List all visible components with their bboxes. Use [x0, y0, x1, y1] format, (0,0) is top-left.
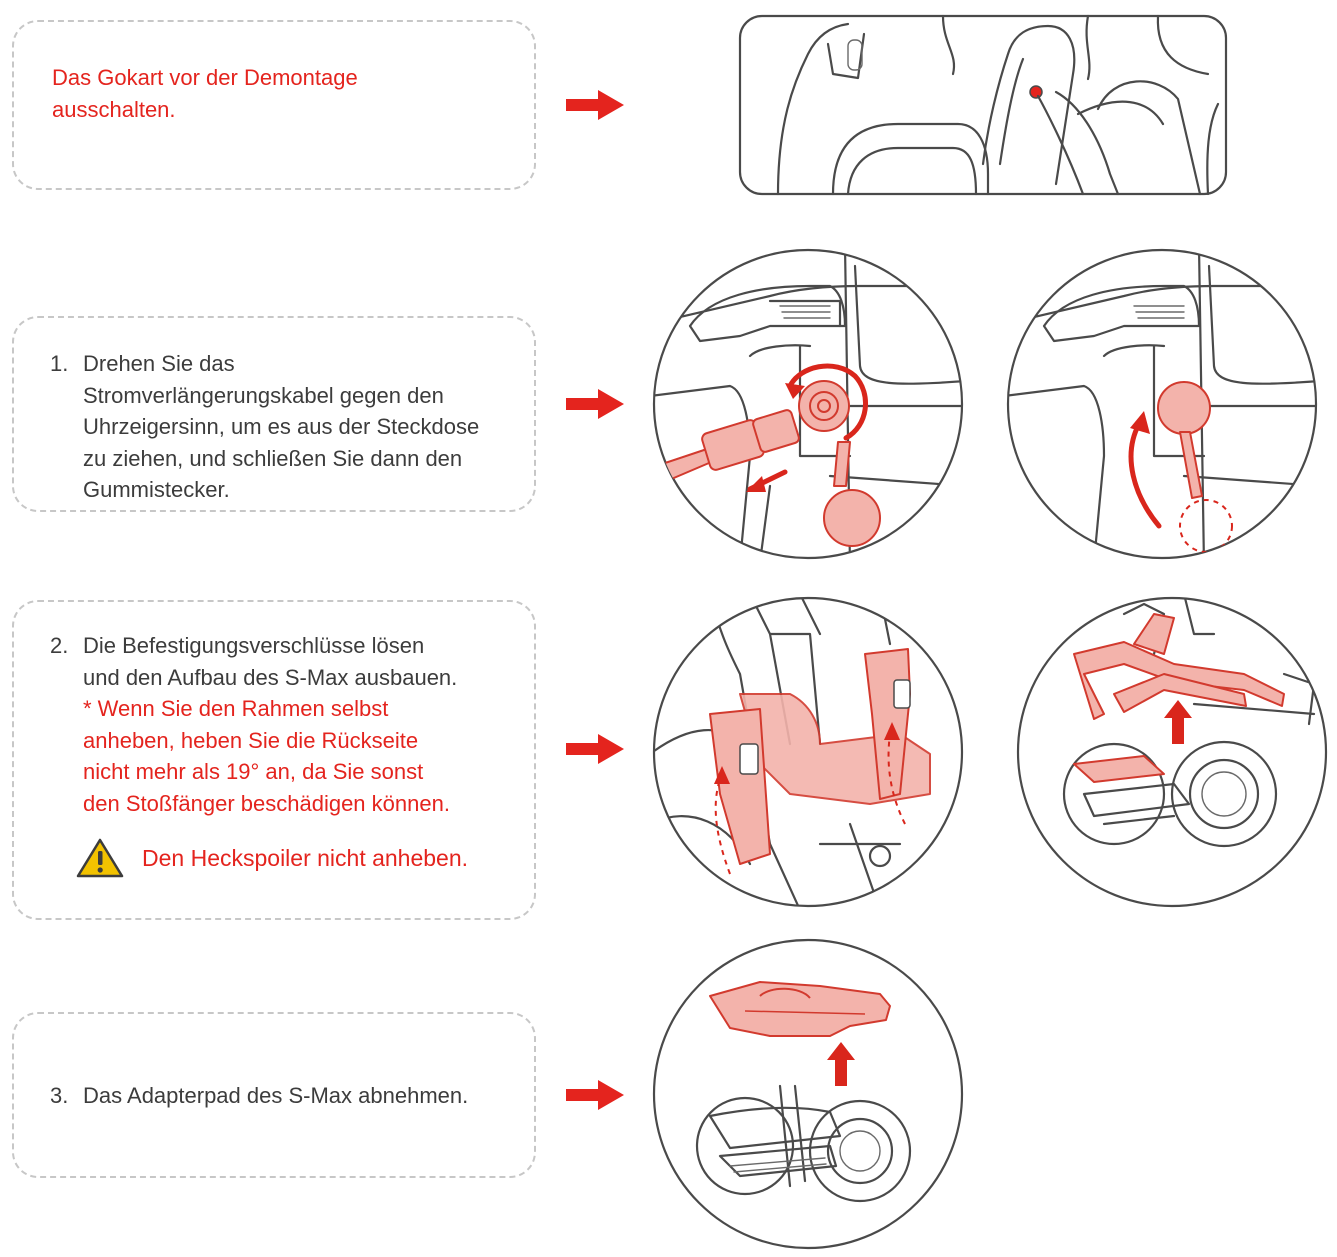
text-line: Das Adapterpad des S-Max abnehmen.: [83, 1083, 469, 1108]
note-line: den Stoßfänger beschädigen können.: [83, 790, 450, 816]
instruction-box-intro: [12, 20, 536, 190]
instruction-box-step1: [12, 316, 536, 512]
lift-frame-illustration: [1016, 596, 1328, 908]
text-line: Das Gokart vor der Demontage: [52, 65, 358, 90]
text-line: Stromverlängerungskabel gegen den: [83, 382, 444, 408]
text-line: ausschalten.: [52, 96, 176, 122]
step1-text: 1. Drehen Sie das Stromverlängerungskabe…: [50, 348, 479, 506]
step-number: 2.: [50, 633, 69, 658]
fasteners-illustration: [652, 596, 964, 908]
cable-unplug-illustration: [652, 248, 964, 560]
note-line: * Wenn Sie den Rahmen selbst: [83, 696, 389, 721]
text-line: zu ziehen, und schließen Sie dann den: [83, 445, 463, 471]
rubber-plug-illustration: [1006, 248, 1318, 560]
warning-triangle-icon: [76, 838, 124, 878]
step2-text: 2. Die Befestigungsverschlüsse lösen und…: [50, 630, 457, 819]
intro-text: Das Gokart vor der Demontage ausschalten…: [52, 62, 358, 125]
arrow-right-icon: [566, 90, 624, 120]
text-line: und den Aufbau des S-Max ausbauen.: [83, 664, 458, 690]
text-line: Drehen Sie das: [83, 351, 235, 376]
text-line: Uhrzeigersinn, um es aus der Steckdose: [83, 414, 480, 439]
power-button-illustration: [738, 14, 1228, 196]
step3-text: 3. Das Adapterpad des S-Max abnehmen.: [50, 1080, 468, 1112]
instruction-box-step2: [12, 600, 536, 920]
step-number: 3.: [50, 1083, 69, 1108]
text-line: Gummistecker.: [83, 477, 230, 502]
adapter-pad-illustration: [652, 938, 964, 1250]
arrow-right-icon: [566, 734, 624, 764]
instruction-box-step3: [12, 1012, 536, 1178]
text-line: Die Befestigungsverschlüsse lösen: [83, 633, 425, 658]
warning-text: Den Heckspoiler nicht anheben.: [142, 845, 469, 871]
step-number: 1.: [50, 351, 69, 376]
note-line: anheben, heben Sie die Rückseite: [83, 727, 419, 753]
arrow-right-icon: [566, 1080, 624, 1110]
arrow-right-icon: [566, 389, 624, 419]
note-line: nicht mehr als 19° an, da Sie sonst: [83, 759, 424, 784]
